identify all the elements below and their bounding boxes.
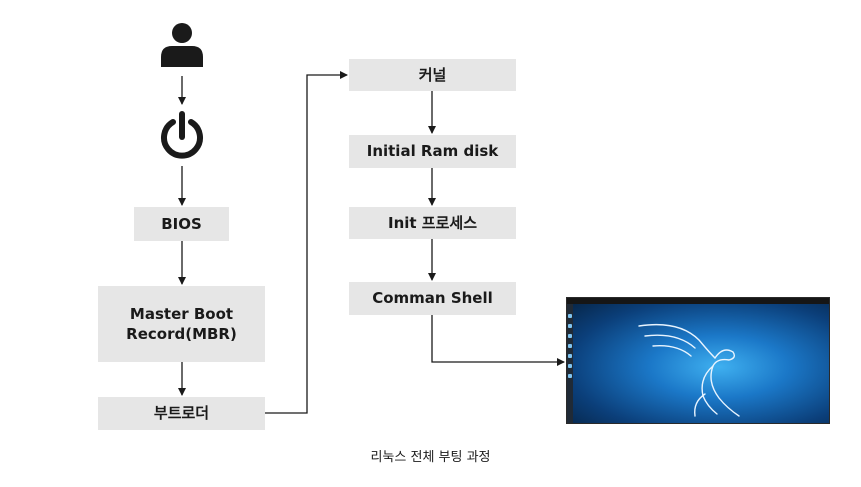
shell-label: Comman Shell: [372, 289, 493, 308]
mbr-label-line2: Record(MBR): [126, 325, 237, 343]
arrow-bootloader-to-kernel: [265, 71, 348, 414]
mbr-label-line1: Master Boot: [129, 304, 234, 323]
mbr-box: Master Boot Record(MBR): [98, 286, 265, 362]
kali-dragon-logo: [638, 323, 740, 417]
init-process-label: Init 프로세스: [388, 213, 477, 232]
bootloader-box: 부트로더: [98, 397, 265, 430]
bios-box: BIOS: [134, 207, 229, 241]
desktop-dock: [567, 304, 573, 423]
initrd-label: Initial Ram disk: [366, 142, 499, 161]
arrow-shell-to-desktop: [431, 315, 565, 366]
diagram-caption: 리눅스 전체 부팅 과정: [370, 450, 491, 465]
bios-label: BIOS: [161, 214, 202, 233]
kali-desktop-screenshot: [566, 297, 830, 424]
bootloader-label: 부트로더: [153, 404, 210, 423]
initrd-box: Initial Ram disk: [349, 135, 516, 168]
shell-box: Comman Shell: [349, 282, 516, 315]
kernel-box: 커널: [349, 59, 516, 91]
kernel-label: 커널: [418, 65, 447, 84]
power-icon: [161, 111, 203, 159]
desktop-top-bar: [567, 298, 829, 304]
init-process-box: Init 프로세스: [349, 207, 516, 239]
user-icon: [161, 23, 203, 67]
